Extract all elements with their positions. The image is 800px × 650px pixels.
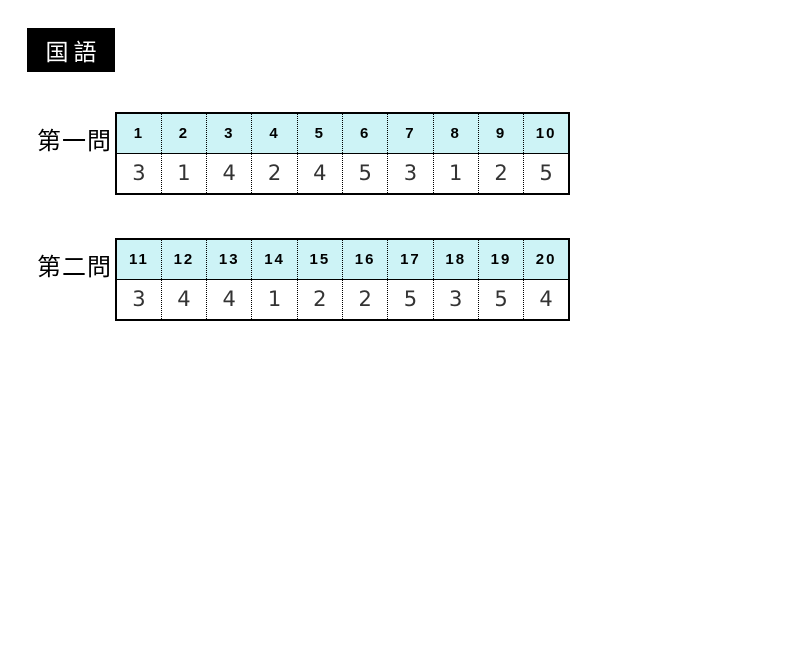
answer-cell: 5: [523, 153, 569, 194]
question-number-cell: 15: [296, 239, 343, 280]
answer-cell: 5: [477, 279, 524, 320]
question-number-cell: 14: [251, 239, 298, 280]
question-number-cell: 19: [477, 239, 524, 280]
answer-cell: 3: [432, 279, 479, 320]
question-number-cell: 4: [251, 113, 298, 154]
answer-cell: 1: [432, 153, 479, 194]
question-number-cell: 1: [116, 113, 162, 154]
question-number-cell: 13: [206, 239, 252, 280]
answer-cell: 3: [387, 153, 434, 194]
answer-cell: 3: [132, 161, 146, 186]
subject-title-box: 国語: [27, 28, 115, 72]
question-number-cell: 12: [160, 239, 207, 280]
question-number-cell: 16: [341, 239, 388, 280]
question-number-cell: 3: [206, 113, 252, 154]
answer-cell: 4: [206, 279, 252, 320]
subject-title: 国語: [45, 39, 102, 65]
section-label: 第二問: [37, 254, 112, 281]
answer-cell: 4: [296, 153, 343, 194]
answer-cell: 2: [477, 153, 524, 194]
question-number-cell: 20: [523, 239, 569, 280]
question-number-cell: 7: [387, 113, 434, 154]
question-number-cell: 9: [477, 113, 524, 154]
answer-cell: 4: [160, 279, 207, 320]
question-number-cell: 17: [387, 239, 434, 280]
answer-cell: 5: [341, 153, 388, 194]
section-label: 第一問: [37, 128, 112, 155]
question-number-cell: 2: [160, 113, 207, 154]
answer-cell: 2: [251, 153, 298, 194]
answer-cell: 2: [296, 279, 343, 320]
answer-cell: 2: [341, 279, 388, 320]
answer-cell: 1: [160, 153, 207, 194]
answer-cell: 5: [387, 279, 434, 320]
question-number-cell: 18: [432, 239, 479, 280]
question-number-cell: 5: [296, 113, 343, 154]
answer-cell: 4: [523, 279, 569, 320]
answer-cell: 4: [206, 153, 252, 194]
question-number-cell: 8: [432, 113, 479, 154]
answer-cell: 1: [251, 279, 298, 320]
question-number-cell: 10: [523, 113, 569, 154]
question-number-cell: 6: [341, 113, 388, 154]
answer-cell: 3: [132, 287, 146, 312]
question-number-cell: 11: [116, 239, 162, 280]
